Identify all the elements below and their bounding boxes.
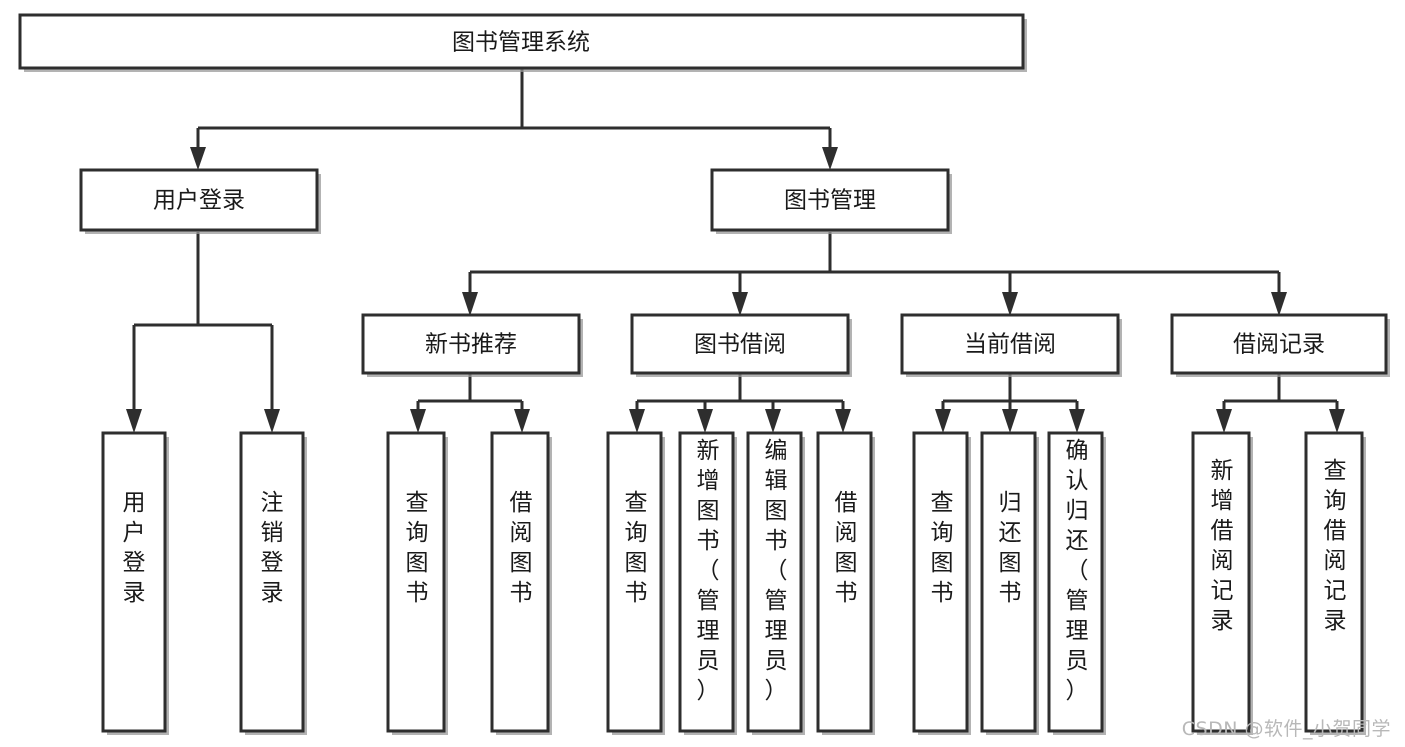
node-leaf-query-book-1-box: [386, 431, 446, 733]
node-leaf-add-book-label: 新增图书（管理员）: [697, 438, 720, 704]
node-leaf-borrow-book-1-box: [490, 431, 550, 733]
arrow-head-leaf-borrow-book-1: [514, 409, 530, 433]
node-leaf-add-record-label: 新增借阅记录: [1211, 458, 1234, 634]
node-leaf-borrow-book-2-label: 借阅图书: [835, 490, 858, 606]
node-leaf-return-book[interactable]: 归还图书: [980, 431, 1039, 735]
node-leaf-confirm-return-label: 确认归还（管理员）: [1066, 438, 1089, 704]
node-leaf-query-record-label: 查询借阅记录: [1324, 458, 1347, 634]
node-leaf-logout-login-box: [239, 431, 305, 733]
arrow-head-user-login: [190, 147, 206, 170]
node-new-book-recommend-label: 新书推荐: [425, 332, 517, 358]
arrow-head-leaf-query-book-2: [629, 409, 645, 433]
connector-layer: [126, 68, 1345, 433]
node-leaf-edit-book-box: [746, 431, 803, 733]
arrow-head-leaf-query-book-1: [410, 409, 426, 433]
node-leaf-add-record[interactable]: 新增借阅记录: [1191, 431, 1253, 735]
node-root-label: 图书管理系统: [452, 30, 590, 56]
arrow-head-leaf-edit-book: [765, 409, 781, 433]
node-leaf-user-login[interactable]: 用户登录: [101, 431, 169, 735]
arrow-head-leaf-query-book-3: [935, 409, 951, 433]
node-book-borrow-label: 图书借阅: [694, 332, 786, 358]
node-book-manage-box: [710, 168, 950, 232]
node-user-login-label: 用户登录: [153, 188, 245, 214]
node-book-borrow-box: [630, 313, 850, 375]
node-leaf-add-book[interactable]: 新增图书（管理员）: [678, 431, 737, 735]
node-leaf-user-login-label: 用户登录: [123, 490, 146, 606]
node-new-book-recommend[interactable]: 新书推荐: [361, 313, 583, 377]
node-borrow-record[interactable]: 借阅记录: [1170, 313, 1390, 377]
node-leaf-edit-book[interactable]: 编辑图书（管理员）: [746, 431, 805, 735]
node-leaf-query-book-3[interactable]: 查询图书: [912, 431, 971, 735]
node-book-manage[interactable]: 图书管理: [710, 168, 952, 234]
node-leaf-confirm-return-box: [1047, 431, 1104, 733]
node-leaf-query-book-1[interactable]: 查询图书: [386, 431, 448, 735]
node-leaf-query-book-2-label: 查询图书: [625, 490, 648, 606]
csdn-watermark: CSDN @软件_小贺同学: [1181, 718, 1391, 740]
node-leaf-borrow-book-1-label: 借阅图书: [510, 490, 533, 606]
node-book-borrow[interactable]: 图书借阅: [630, 313, 852, 377]
node-leaf-logout-login[interactable]: 注销登录: [239, 431, 307, 735]
arrow-head-current-borrow: [1002, 292, 1018, 316]
node-leaf-query-book-2[interactable]: 查询图书: [606, 431, 665, 735]
node-leaf-query-book-2-box: [606, 431, 663, 733]
arrow-head-leaf-add-record: [1216, 409, 1232, 433]
arrow-head-leaf-return-book: [1002, 409, 1018, 433]
node-current-borrow-box: [900, 313, 1120, 375]
arrow-head-leaf-logout-login: [264, 409, 280, 433]
arrow-head-leaf-confirm-return: [1069, 409, 1085, 433]
node-current-borrow-label: 当前借阅: [964, 332, 1056, 358]
node-leaf-query-record-box: [1304, 431, 1364, 733]
node-borrow-record-label: 借阅记录: [1233, 332, 1325, 358]
node-leaf-query-book-3-box: [912, 431, 969, 733]
arrow-head-book-borrow: [732, 292, 748, 316]
node-new-book-recommend-box: [361, 313, 581, 375]
arrow-head-leaf-user-login: [126, 409, 142, 433]
arrow-head-leaf-query-record: [1329, 409, 1345, 433]
node-current-borrow[interactable]: 当前借阅: [900, 313, 1122, 377]
node-leaf-confirm-return[interactable]: 确认归还（管理员）: [1047, 431, 1106, 735]
node-borrow-record-box: [1170, 313, 1388, 375]
node-root-box: [18, 13, 1025, 70]
node-leaf-borrow-book-1[interactable]: 借阅图书: [490, 431, 552, 735]
arrow-head-leaf-borrow-book-2: [835, 409, 851, 433]
arrow-head-leaf-add-book: [697, 409, 713, 433]
node-root[interactable]: 图书管理系统: [18, 13, 1027, 72]
node-leaf-logout-login-label: 注销登录: [261, 490, 284, 606]
node-user-login-box: [79, 168, 319, 232]
node-leaf-user-login-box: [101, 431, 167, 733]
node-leaf-query-book-3-label: 查询图书: [931, 490, 954, 606]
arrow-head-borrow-record: [1271, 292, 1287, 316]
arrow-head-book-manage: [822, 147, 838, 170]
node-leaf-query-record[interactable]: 查询借阅记录: [1304, 431, 1366, 735]
node-leaf-edit-book-label: 编辑图书（管理员）: [765, 438, 788, 704]
node-user-login[interactable]: 用户登录: [79, 168, 321, 234]
arrow-head-new-book-recommend: [462, 292, 478, 316]
node-book-manage-label: 图书管理: [784, 188, 876, 214]
node-leaf-return-book-box: [980, 431, 1037, 733]
node-leaf-borrow-book-2-box: [816, 431, 873, 733]
node-leaf-query-book-1-label: 查询图书: [406, 490, 429, 606]
node-leaf-borrow-book-2[interactable]: 借阅图书: [816, 431, 875, 735]
node-leaf-return-book-label: 归还图书: [999, 490, 1022, 606]
node-leaf-add-book-box: [678, 431, 735, 733]
node-leaf-add-record-box: [1191, 431, 1251, 733]
